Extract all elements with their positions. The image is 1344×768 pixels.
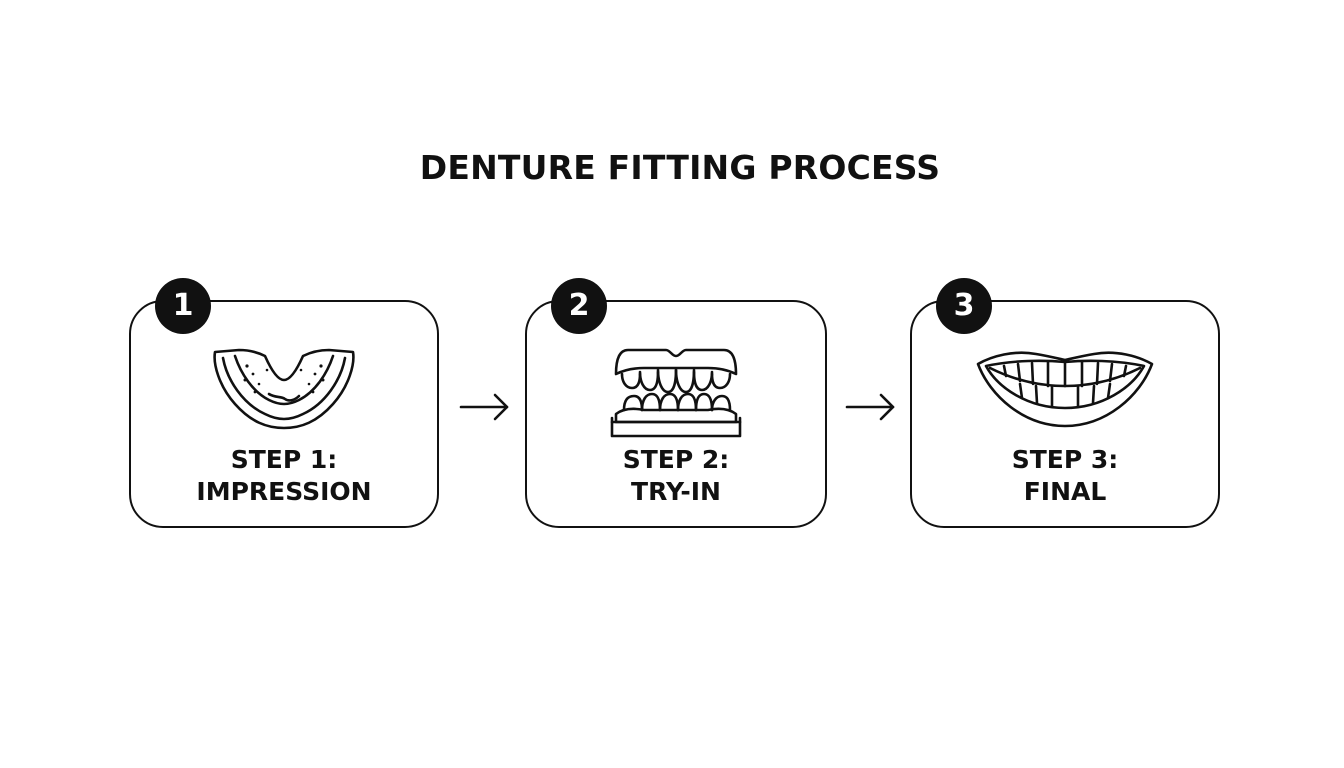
smile-icon (976, 351, 1154, 428)
step-label: STEP 2: TRY-IN (527, 444, 825, 508)
step-label-line1: STEP 3: (1011, 445, 1119, 474)
step-card-final: 3 STEP 3: FINAL (910, 278, 1220, 528)
impression-tray-icon (213, 348, 355, 430)
step-label: STEP 1: IMPRESSION (131, 444, 437, 508)
arrow-right-icon (459, 393, 509, 421)
step-card-impression: 1 STEP 1: IMPRESSION (129, 278, 439, 528)
denture-model-icon (610, 348, 742, 438)
step-label-line2: IMPRESSION (196, 477, 372, 506)
step-label-line2: FINAL (1023, 477, 1107, 506)
step-label-line1: STEP 2: (622, 445, 730, 474)
step-label: STEP 3: FINAL (912, 444, 1218, 508)
step-label-line2: TRY-IN (631, 477, 721, 506)
page-title: DENTURE FITTING PROCESS (419, 148, 941, 187)
arrow-right-icon (845, 393, 895, 421)
step-number-badge: 1 (155, 278, 211, 334)
step-label-line1: STEP 1: (230, 445, 338, 474)
step-card-try-in: 2 STEP 2: TRY-IN (525, 278, 827, 528)
step-number-badge: 2 (551, 278, 607, 334)
step-number-badge: 3 (936, 278, 992, 334)
